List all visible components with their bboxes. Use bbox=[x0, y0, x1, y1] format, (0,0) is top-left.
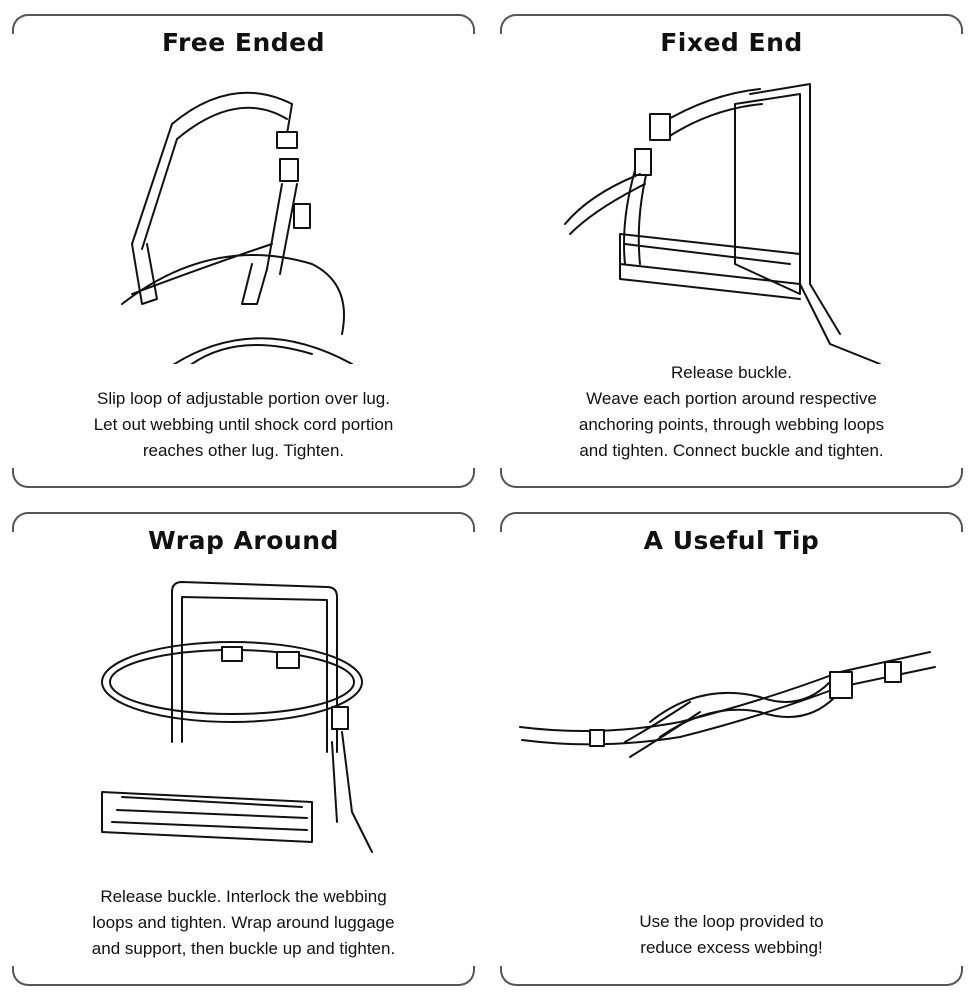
description-line: loops and tighten. Wrap around luggage bbox=[92, 913, 395, 932]
description-line: Let out webbing until shock cord portion bbox=[93, 415, 394, 434]
description-line: Use the loop provided to bbox=[639, 912, 824, 931]
panel-fixed-end: Fixed End Release buckle. Weave each por… bbox=[500, 14, 963, 488]
panel-description: Slip loop of adjustable portion over lug… bbox=[12, 386, 475, 464]
panel-title: Fixed End bbox=[660, 28, 803, 57]
panel-title: A Useful Tip bbox=[643, 526, 820, 555]
description-line: Slip loop of adjustable portion over lug… bbox=[97, 389, 390, 408]
panel-border-bottom bbox=[500, 468, 963, 488]
description-line: Release buckle. Interlock the webbing bbox=[100, 887, 387, 906]
useful-tip-strap-illustration bbox=[519, 651, 936, 758]
wrap-around-strap-illustration bbox=[101, 581, 373, 853]
panel-description: Release buckle. Interlock the webbing lo… bbox=[12, 884, 475, 962]
panel-border-bottom bbox=[500, 966, 963, 986]
panel-free-ended: Free Ended Slip loop of adjustable porti… bbox=[12, 14, 475, 488]
panel-border-bottom bbox=[12, 966, 475, 986]
fixed-end-strap-illustration bbox=[564, 83, 881, 364]
description-line: anchoring points, through webbing loops bbox=[578, 415, 885, 434]
free-ended-strap-illustration bbox=[121, 91, 353, 364]
panel-title: Wrap Around bbox=[148, 526, 339, 555]
description-line: Release buckle. bbox=[671, 363, 792, 382]
panel-border-top bbox=[12, 14, 475, 34]
description-line: reduce excess webbing! bbox=[640, 938, 823, 957]
panel-border-top bbox=[12, 512, 475, 532]
panel-description: Use the loop provided to reduce excess w… bbox=[500, 909, 963, 961]
description-line: and support, then buckle up and tighten. bbox=[91, 939, 396, 958]
panel-useful-tip: A Useful Tip Use the loop provided to re… bbox=[500, 512, 963, 986]
panel-border-bottom bbox=[12, 468, 475, 488]
description-line: Weave each portion around respective bbox=[586, 389, 877, 408]
panel-description: Release buckle. Weave each portion aroun… bbox=[500, 360, 963, 464]
panel-wrap-around: Wrap Around Release buckle. Interlock th… bbox=[12, 512, 475, 986]
description-line: reaches other lug. Tighten. bbox=[142, 441, 345, 460]
panel-border-top bbox=[500, 14, 963, 34]
description-line: and tighten. Connect buckle and tighten. bbox=[579, 441, 884, 460]
panel-border-top bbox=[500, 512, 963, 532]
panel-title: Free Ended bbox=[161, 28, 326, 57]
